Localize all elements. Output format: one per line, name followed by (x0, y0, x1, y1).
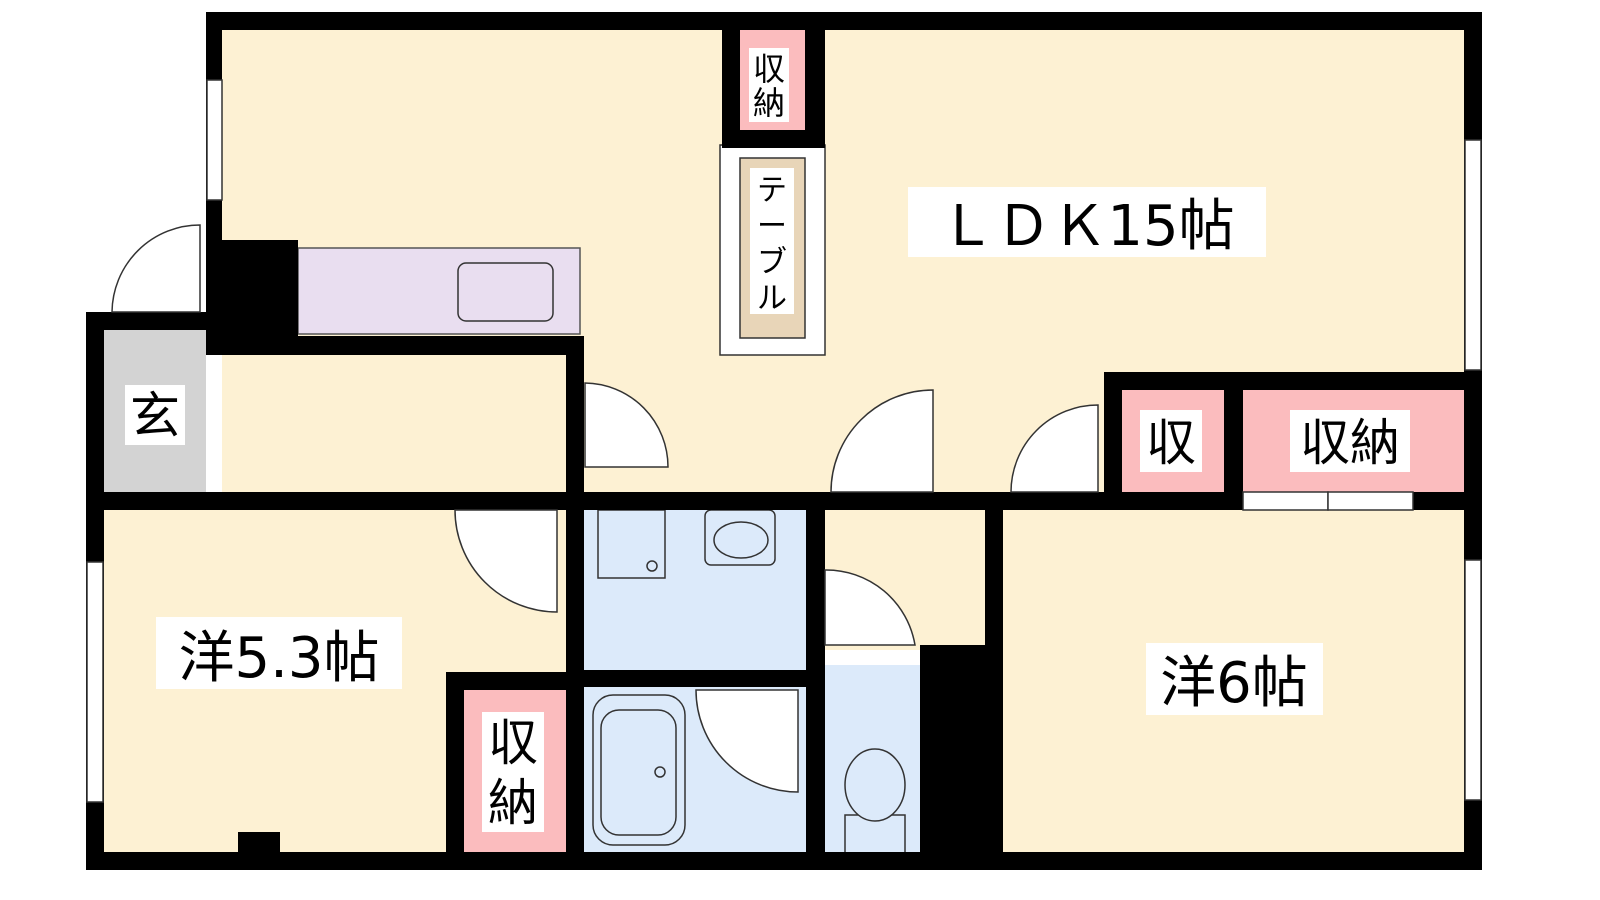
door-storage-right-a (1242, 491, 1329, 511)
wall-hall-top (206, 336, 580, 355)
wall-storage-right-top (1104, 372, 1464, 390)
ldk-label: ＬＤＫ15帖 (939, 194, 1234, 259)
window-western-b (1464, 559, 1482, 801)
door-bathroom (695, 689, 799, 793)
door-western-a (454, 509, 558, 613)
wall-entrance-top (86, 312, 222, 330)
storage-right-large-label: 収納 (1300, 414, 1400, 472)
western-b-label-bg (1146, 643, 1323, 715)
wall-storage-right-divider (1224, 372, 1243, 496)
storage-top-label-1: 収 (753, 50, 785, 88)
window-western-a (86, 561, 104, 803)
walls (86, 12, 1482, 870)
window-ldk-right (1464, 139, 1482, 371)
storage-right-large-label-bg (1290, 410, 1410, 472)
wall-top (206, 12, 1482, 30)
wall-bottom (86, 852, 1482, 870)
door-washroom (824, 569, 916, 646)
door-corridor (830, 389, 934, 493)
storage-right-small-label-bg (1140, 410, 1202, 472)
western-a-label: 洋5.3帖 (178, 626, 379, 691)
bathtub-drain (654, 766, 666, 778)
table-label-bg (750, 168, 794, 314)
hallway-floor (222, 355, 570, 496)
bathtub-icon (592, 694, 686, 846)
wall-storage-top-left (722, 30, 740, 130)
washing-machine-icon (597, 509, 666, 579)
storage-top-label-bg (749, 48, 789, 122)
washing-machine-dot (646, 560, 658, 572)
table-label-3: ブ (757, 245, 787, 280)
table-label-2: ー (757, 209, 787, 244)
wall-wet-right (806, 492, 825, 870)
wall-wet-middle (584, 670, 806, 687)
wall-kitchen-block (206, 240, 298, 355)
doors (111, 224, 1414, 793)
wall-storage-top-right (805, 30, 825, 148)
storage-left-label-2: 納 (488, 774, 538, 832)
wall-hall-right (566, 336, 584, 496)
window-ldk-left (206, 79, 223, 201)
wall-storage-left-top (446, 672, 566, 690)
entrance-label-bg (125, 385, 185, 445)
bathtub-inner (600, 709, 677, 836)
storage-left-label-1: 収 (488, 714, 538, 772)
toilet-bowl-icon (844, 748, 906, 822)
entrance-label: 玄 (130, 387, 180, 445)
table-label-1: テ (757, 173, 787, 208)
windows (86, 79, 1482, 803)
table-label-4: ル (757, 281, 787, 316)
door-western-b (1010, 404, 1099, 493)
wall-mid-horizontal (86, 492, 1482, 510)
wall-storage-top-bottom (722, 130, 825, 148)
kitchen-sink-icon (457, 262, 554, 322)
door-storage-right-b (1327, 491, 1414, 511)
door-entrance (111, 224, 201, 313)
storage-top-label-2: 納 (753, 84, 785, 122)
storage-right-small-label: 収 (1146, 414, 1196, 472)
wall-storage-left-side (446, 672, 464, 870)
western-a-label-bg (156, 617, 402, 689)
wall-wet-left (566, 492, 584, 870)
wall-stub-bottom (238, 832, 280, 854)
ldk-label-bg (908, 187, 1266, 257)
storage-left-label-bg (482, 712, 544, 832)
washbasin-icon (704, 509, 776, 566)
wall-toilet-right (920, 645, 988, 870)
wall-storage-right-left (1104, 372, 1122, 496)
western-b-label: 洋6帖 (1160, 651, 1308, 716)
wall-corridor-right (985, 492, 1003, 870)
labels: ＬＤＫ15帖 洋5.3帖 洋6帖 玄 収 納 収 収納 収 納 テ ー ブ ル (125, 48, 1410, 832)
door-hall (584, 382, 669, 468)
washbasin-bowl (713, 521, 769, 559)
